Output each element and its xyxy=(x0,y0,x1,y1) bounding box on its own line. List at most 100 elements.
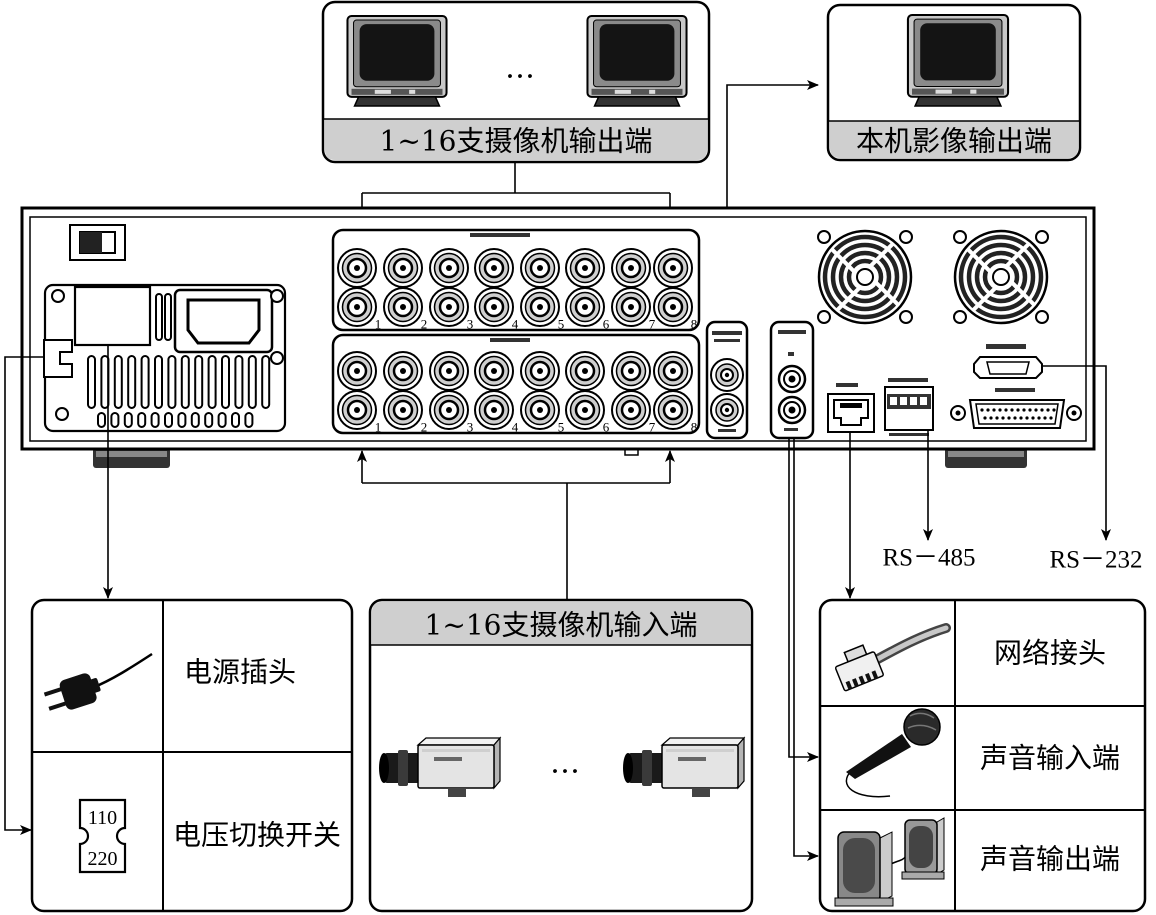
title-band xyxy=(325,119,707,160)
crt-monitor-icon xyxy=(586,15,688,108)
fan-ring xyxy=(830,242,900,312)
vent-slot xyxy=(123,412,133,428)
panel-foot-ridge xyxy=(96,451,167,457)
db25-pin xyxy=(995,416,999,420)
camera-output-box: … 1~16支摄像机输出端 xyxy=(321,0,711,164)
bnc-port-number: 8 xyxy=(691,317,698,332)
db25-pin xyxy=(1034,408,1038,412)
voltage-switch-icon: 110 220 xyxy=(78,798,127,874)
bnc-port-number: 4 xyxy=(512,420,519,435)
vent-slot xyxy=(217,412,227,428)
bnc-connector xyxy=(520,351,560,391)
db25-pin xyxy=(1040,408,1044,412)
bnc-port-number: 1 xyxy=(375,420,382,435)
video-out-module xyxy=(705,320,749,440)
audio-in-label: 声音输入端 xyxy=(980,742,1120,775)
vent-slot xyxy=(140,355,150,409)
db25-pin xyxy=(986,408,990,412)
ellipsis: … xyxy=(505,51,535,86)
bnc-connector xyxy=(565,390,605,430)
bnc-port-number: 2 xyxy=(421,317,428,332)
box-border xyxy=(826,3,1082,162)
vent-slot xyxy=(154,355,163,409)
bnc-port-number: 6 xyxy=(603,317,610,332)
fan-ring xyxy=(982,258,1020,296)
bnc-port-number: 1 xyxy=(375,317,382,332)
db25-pin xyxy=(989,416,993,420)
box-border xyxy=(321,0,711,164)
power-switch xyxy=(69,224,126,261)
db25-pin xyxy=(1022,408,1026,412)
db25-pin xyxy=(1001,416,1005,420)
power-table: 电源插头 110 220 电压切换开关 xyxy=(30,598,354,913)
rca-jack xyxy=(777,395,807,425)
db25-pin xyxy=(1037,416,1041,420)
db25-pin xyxy=(983,416,987,420)
vent-slot xyxy=(190,412,200,428)
speaker-icon xyxy=(834,817,945,907)
bnc-connector xyxy=(520,390,560,430)
bnc-connector xyxy=(474,390,514,430)
fan-screw xyxy=(899,230,913,244)
cooling-fan xyxy=(817,229,913,325)
input-box-title: 1~16支摄像机输入端 xyxy=(425,609,698,642)
bnc-port-number: 3 xyxy=(467,317,474,332)
bnc-connector xyxy=(429,248,469,288)
bnc-connector xyxy=(710,393,744,427)
bnc-connector xyxy=(429,390,469,430)
audio-module xyxy=(769,320,815,440)
db25-pin xyxy=(1013,416,1017,420)
db25-pin xyxy=(1052,408,1056,412)
bnc-connector xyxy=(653,351,693,391)
rs232-label: RS－232 xyxy=(1049,547,1142,574)
vent-slot xyxy=(244,412,254,428)
bnc-port-number: 5 xyxy=(558,317,565,332)
db25-pin xyxy=(1031,416,1035,420)
fan-screw xyxy=(817,230,831,244)
screw xyxy=(55,407,69,421)
db25-pin xyxy=(1025,416,1029,420)
bnc-connector xyxy=(565,287,605,327)
bnc-port-number: 6 xyxy=(603,420,610,435)
fan-spoke xyxy=(965,247,994,276)
panel-foot-ridge xyxy=(948,451,1024,457)
bnc-connector xyxy=(383,248,423,288)
bnc-port-number: 2 xyxy=(421,420,428,435)
vent-slot xyxy=(87,355,96,409)
db25-pin xyxy=(1004,408,1008,412)
fan-hub xyxy=(992,268,1010,286)
bnc-connector xyxy=(429,287,469,327)
bnc-connector xyxy=(653,287,693,327)
db25-pin xyxy=(1007,416,1011,420)
bnc-connector xyxy=(383,390,423,430)
power-socket-inlet xyxy=(186,298,261,345)
bnc-port-number: 8 xyxy=(691,420,698,435)
bnc-port-number: 7 xyxy=(649,420,656,435)
bnc-connector xyxy=(653,248,693,288)
bnc-connector xyxy=(611,390,651,430)
bnc-connector xyxy=(565,351,605,391)
db25-pin xyxy=(980,408,984,412)
bnc-connector xyxy=(337,248,377,288)
vent-slot xyxy=(177,412,187,428)
bnc-connector xyxy=(611,248,651,288)
fan-spoke xyxy=(1008,278,1037,307)
bnc-connector xyxy=(520,287,560,327)
vent-slot xyxy=(221,355,230,409)
vent-slot xyxy=(155,293,163,341)
power-block xyxy=(43,283,287,433)
vent-slot xyxy=(194,355,204,409)
vent-slot xyxy=(167,355,177,409)
crt-monitor-icon xyxy=(346,15,448,108)
db25-pin xyxy=(1043,416,1047,420)
bnc-port-number: 3 xyxy=(467,420,474,435)
bnc-connector xyxy=(710,358,744,392)
screw xyxy=(270,289,284,303)
vent-slot xyxy=(231,412,240,428)
table-border xyxy=(818,598,1147,913)
vent-slot xyxy=(180,355,190,409)
voltage-220: 220 xyxy=(88,848,118,870)
voltage-selector xyxy=(73,285,152,347)
rca-jack xyxy=(777,364,807,394)
